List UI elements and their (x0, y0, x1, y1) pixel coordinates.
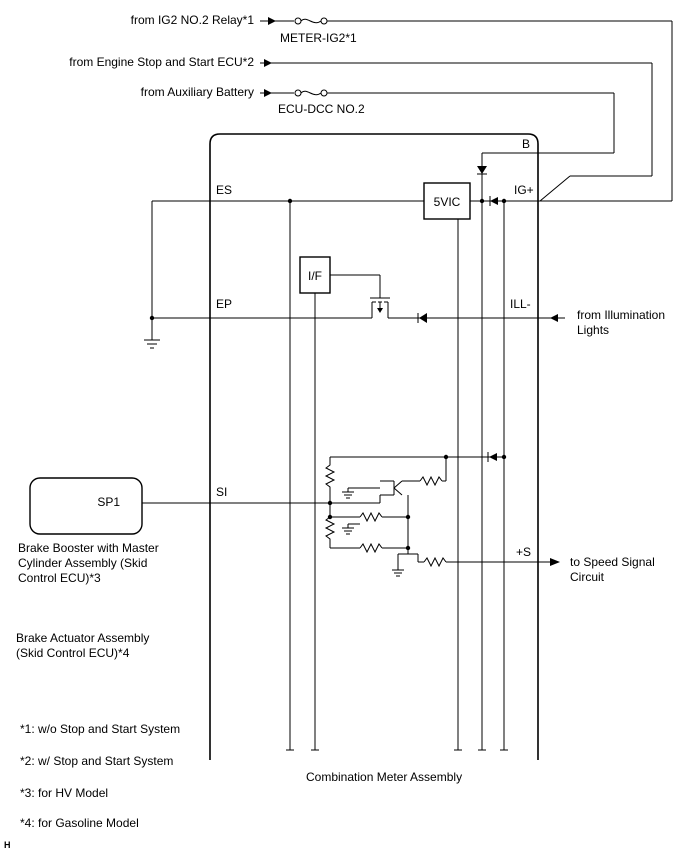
speed-signal-label-2: Circuit (570, 570, 605, 584)
terminal-es: ES (216, 183, 232, 197)
ecu-dcc-fuse (294, 89, 328, 97)
ep-ill-line: from Illumination Lights (149, 308, 665, 337)
illumination-label-1: from Illumination (577, 308, 665, 322)
vic-box (423, 182, 471, 220)
meter-ig2-fuse-label: METER-IG2*1 (280, 31, 357, 45)
interface-block: I/F (299, 256, 390, 750)
vic-label: 5VIC (434, 195, 461, 209)
note-2: *2: w/ Stop and Start System (20, 754, 173, 768)
ig-es-line (151, 196, 672, 750)
sp1-block: SP1 (29, 477, 143, 535)
aux-battery-line: from Auxiliary Battery ECU-DCC NO.2 (141, 85, 614, 116)
corner-mark: H (4, 840, 11, 850)
terminal-ig-plus: IG+ (514, 183, 534, 197)
booster-label-2: Cylinder Assembly (Skid (18, 556, 147, 570)
speed-signal-label-1: to Speed Signal (570, 555, 655, 569)
sp1-label: SP1 (97, 495, 120, 509)
combination-meter-box (209, 133, 539, 760)
right-routing (482, 21, 673, 202)
actuator-label-1: Brake Actuator Assembly (16, 631, 149, 645)
illumination-label-2: Lights (577, 323, 609, 337)
note-1: *1: w/o Stop and Start System (20, 722, 180, 736)
speed-circuit: to Speed Signal Circuit (135, 452, 655, 584)
terminal-ill-minus: ILL- (510, 297, 531, 311)
engine-ecu-label: from Engine Stop and Start ECU*2 (69, 55, 254, 69)
b-line (477, 153, 487, 750)
terminal-si: SI (216, 485, 227, 499)
vic-block: 5VIC (423, 182, 471, 750)
ig2-relay-line: from IG2 NO.2 Relay*1 METER-IG2*1 (131, 13, 672, 45)
ground-icon (144, 339, 160, 349)
terminal-ep: EP (216, 297, 232, 311)
meter-ig2-fuse (294, 17, 328, 25)
booster-label-3: Control ECU)*3 (18, 571, 101, 585)
note-3: *3: for HV Model (20, 786, 108, 800)
ig2-relay-label: from IG2 NO.2 Relay*1 (131, 13, 255, 27)
interface-label: I/F (308, 269, 322, 283)
terminal-b: B (522, 137, 530, 151)
actuator-label-2: (Skid Control ECU)*4 (16, 646, 130, 660)
engine-ecu-line: from Engine Stop and Start ECU*2 (69, 55, 652, 69)
aux-battery-label: from Auxiliary Battery (141, 85, 254, 99)
sp1-box (29, 477, 143, 535)
terminal-s-plus: +S (516, 545, 531, 559)
meter-assembly-label: Combination Meter Assembly (306, 770, 462, 784)
note-4: *4: for Gasoline Model (20, 816, 139, 830)
booster-label-1: Brake Booster with Master (18, 541, 159, 555)
ecu-dcc-fuse-label: ECU-DCC NO.2 (278, 102, 365, 116)
